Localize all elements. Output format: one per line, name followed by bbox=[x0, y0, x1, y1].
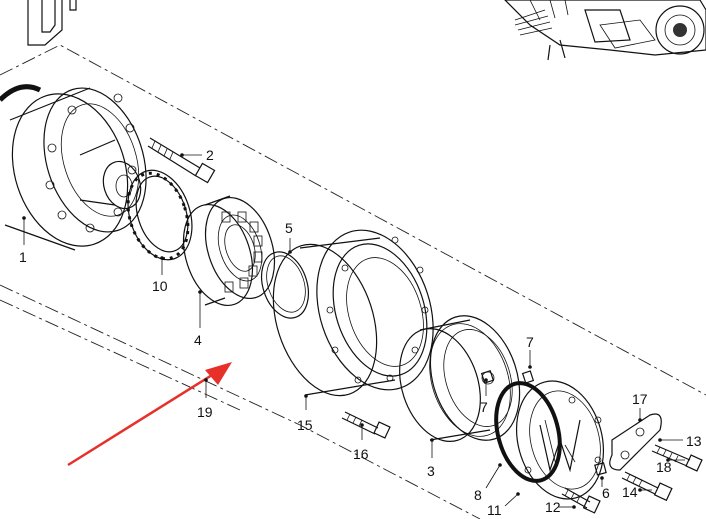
callout-14: 14 bbox=[622, 484, 638, 500]
part-11-end-cover bbox=[515, 380, 605, 500]
part-2-bolt bbox=[147, 137, 216, 184]
callout-15: 15 bbox=[297, 417, 313, 433]
part-17-lever-plate bbox=[609, 413, 662, 471]
part-12-bolt bbox=[561, 487, 601, 514]
callout-4: 4 bbox=[194, 332, 202, 348]
part-10-seal-ring bbox=[126, 169, 193, 261]
callout-5: 5 bbox=[285, 220, 293, 236]
part-8-o-ring bbox=[494, 381, 562, 483]
callout-7-lower: 7 bbox=[480, 399, 488, 415]
red-arrow-indicator bbox=[67, 362, 232, 467]
part-4-bearing bbox=[182, 195, 276, 307]
part-18-bolt bbox=[651, 444, 703, 472]
part-1-hub bbox=[0, 84, 147, 251]
part-7-studs bbox=[480, 369, 535, 384]
part-16-bolt bbox=[341, 411, 391, 439]
callout-18: 18 bbox=[656, 459, 672, 475]
callout-2: 2 bbox=[206, 147, 214, 163]
callout-8: 8 bbox=[474, 487, 482, 503]
callout-6: 6 bbox=[602, 485, 610, 501]
part-5-snap-ring bbox=[260, 251, 310, 319]
machine-thumbnail bbox=[504, 0, 706, 61]
callout-7-upper: 7 bbox=[526, 334, 534, 350]
part-6-stud bbox=[594, 462, 607, 476]
callout-12: 12 bbox=[545, 499, 561, 515]
callout-17: 17 bbox=[632, 391, 648, 407]
callout-16: 16 bbox=[353, 446, 369, 462]
callout-11: 11 bbox=[487, 502, 502, 518]
callout-19: 19 bbox=[197, 404, 213, 420]
assembly-boundary bbox=[0, 44, 706, 519]
part-15-housing bbox=[272, 229, 434, 397]
callout-1: 1 bbox=[19, 249, 27, 265]
bracket-fragment bbox=[27, 0, 77, 46]
part-14-bolt bbox=[621, 471, 673, 502]
callout-labels: 1 2 10 4 5 19 15 16 3 7 7 17 13 18 6 14 … bbox=[19, 147, 702, 518]
callout-13: 13 bbox=[686, 433, 702, 449]
callout-10: 10 bbox=[152, 278, 168, 294]
callout-3: 3 bbox=[427, 463, 435, 479]
part-3-drum bbox=[399, 315, 521, 442]
callout-leaders bbox=[22, 153, 685, 509]
